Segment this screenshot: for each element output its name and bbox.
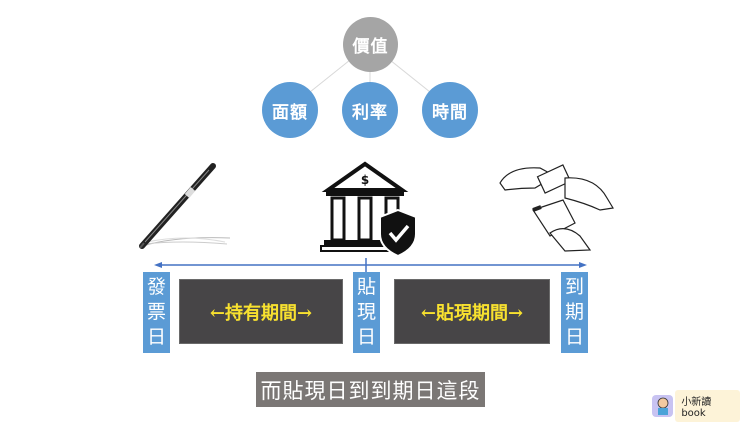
holding-period-label: ←持有期間→ bbox=[209, 302, 313, 324]
subtitle-text: 而貼現日到到期日這段 bbox=[260, 378, 481, 403]
maturity-date-char: 期 bbox=[564, 301, 584, 323]
face-value-label: 面額 bbox=[272, 102, 308, 123]
discount-date-char: 日 bbox=[356, 326, 376, 348]
subtitle-caption: 而貼現日到到期日這段 bbox=[256, 372, 485, 407]
pen-icon bbox=[139, 163, 231, 249]
maturity-date-char: 到 bbox=[564, 276, 584, 298]
maturity-date-label: 到 期 日 bbox=[561, 272, 588, 353]
value-label: 價值 bbox=[352, 37, 389, 57]
face-value-node: 面額 bbox=[262, 82, 318, 138]
avatar bbox=[652, 395, 674, 417]
channel-brand: 小新讀book bbox=[652, 390, 740, 422]
issue-date-char: 票 bbox=[146, 301, 166, 323]
maturity-date-char: 日 bbox=[564, 326, 584, 348]
bank-shield-icon: $ bbox=[320, 161, 417, 256]
hands-money-icon bbox=[499, 164, 614, 252]
brand-label: 小新讀book bbox=[675, 390, 740, 422]
time-node: 時間 bbox=[422, 82, 478, 138]
discount-period-label: ←貼現期間→ bbox=[420, 302, 524, 324]
issue-date-label: 發 票 日 bbox=[143, 272, 170, 353]
discount-date-label: 貼 現 日 bbox=[353, 272, 380, 353]
interest-rate-label: 利率 bbox=[352, 102, 388, 123]
issue-date-char: 日 bbox=[146, 326, 166, 348]
discount-period-box: ←貼現期間→ bbox=[394, 279, 550, 344]
value-node: 價值 bbox=[343, 17, 398, 72]
discount-date-char: 貼 bbox=[356, 276, 376, 298]
issue-date-char: 發 bbox=[146, 276, 166, 298]
holding-period-box: ←持有期間→ bbox=[179, 279, 343, 344]
time-label: 時間 bbox=[432, 102, 468, 123]
cartoon-avatar-icon bbox=[657, 397, 669, 415]
interest-rate-node: 利率 bbox=[342, 82, 398, 138]
discount-date-char: 現 bbox=[356, 301, 376, 323]
svg-text:$: $ bbox=[361, 173, 369, 187]
